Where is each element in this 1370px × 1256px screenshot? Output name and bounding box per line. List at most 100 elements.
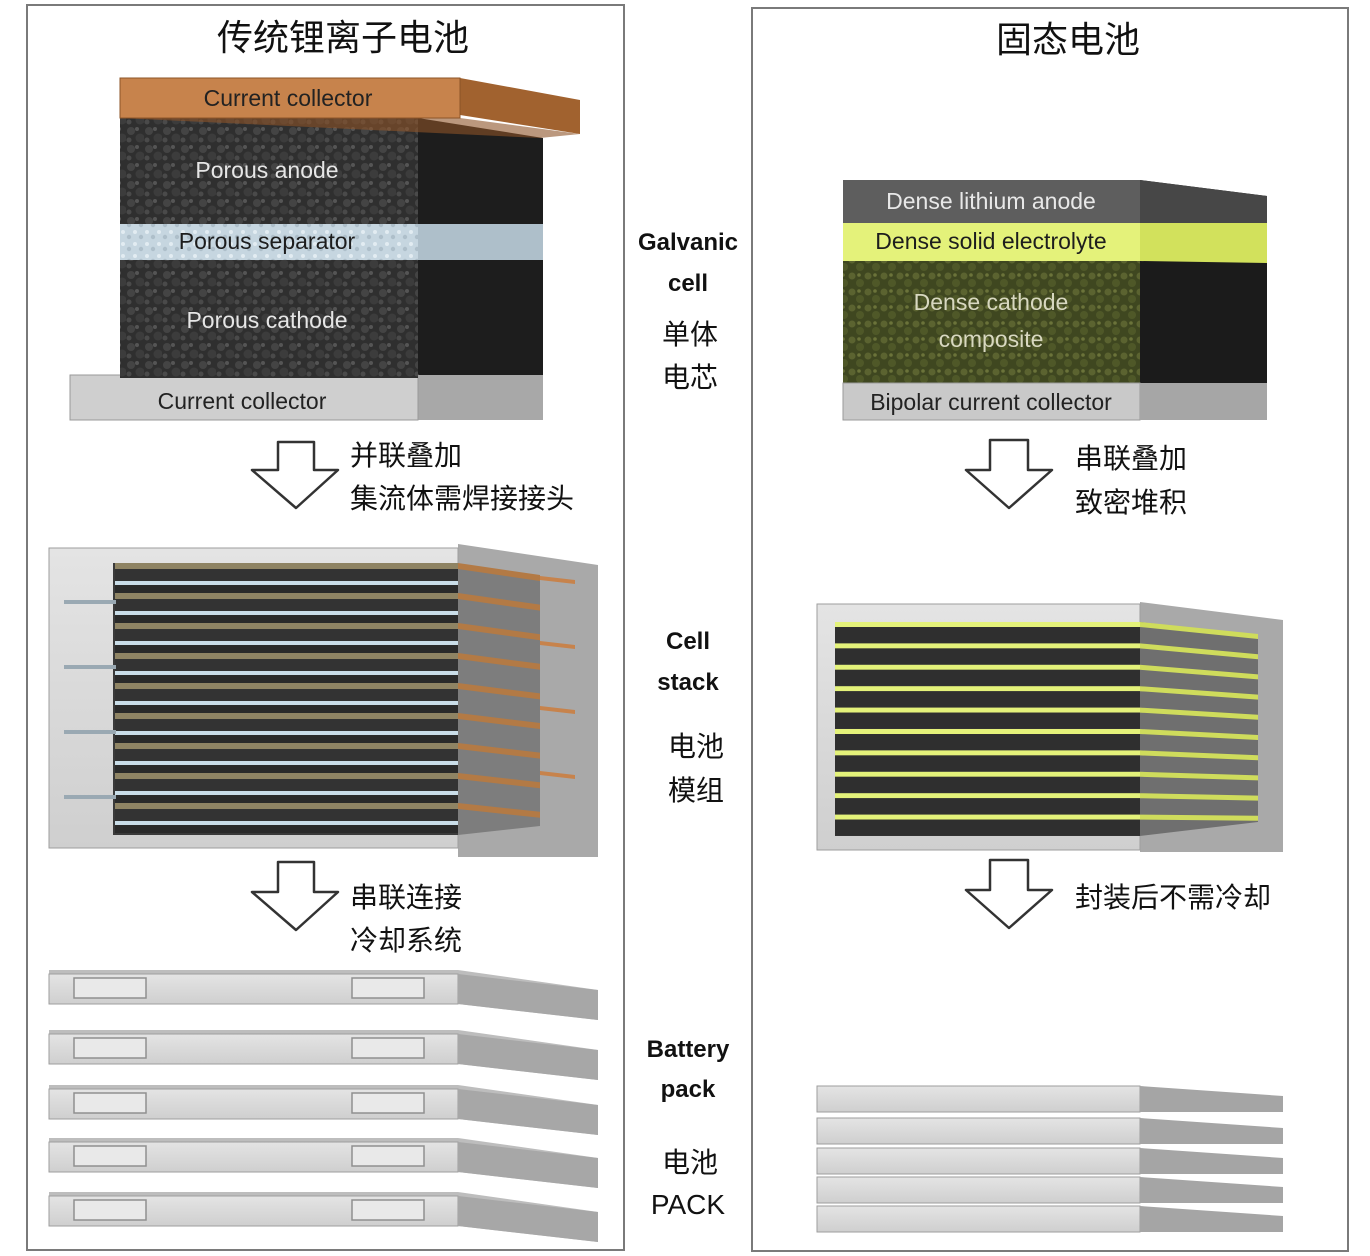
stack-en-2: stack	[657, 669, 719, 696]
stack-layer	[835, 755, 1140, 772]
galvanic-en-1: Galvanic	[638, 229, 738, 256]
stack-layer-side	[458, 593, 540, 611]
left-panel	[26, 4, 625, 1251]
li-top-collector-label: Current collector	[204, 85, 373, 111]
cathode-layer	[120, 260, 418, 378]
stack-layer	[115, 671, 458, 675]
stack-layer	[115, 615, 458, 623]
stack-layer	[115, 773, 458, 779]
anode-layer	[120, 118, 418, 224]
tab-connector	[540, 576, 575, 584]
stack-layer	[115, 719, 458, 731]
stack-layer-side	[458, 713, 540, 729]
stack-layer	[835, 793, 1140, 799]
pack-terminal	[351, 977, 425, 999]
stack-layer	[115, 791, 458, 795]
stack-layer	[115, 809, 458, 821]
pack-zh-2: PACK	[651, 1189, 725, 1220]
stack-en-1: Cell	[666, 628, 710, 655]
stack-layer	[115, 629, 458, 641]
ss-cathode-label-2: composite	[939, 326, 1044, 352]
pack-zh-1: 电池	[662, 1146, 718, 1179]
stack-layer	[835, 776, 1140, 793]
right-panel	[751, 7, 1349, 1252]
pack-terminal	[351, 1145, 425, 1167]
li-cathode-label: Porous cathode	[186, 307, 347, 333]
left-title: 传统锂离子电池	[217, 18, 469, 59]
li-ion-cell: Current collector Porous anode Porous se…	[69, 77, 580, 421]
stack-layer-side	[1140, 771, 1258, 781]
pack-slab-side	[1140, 1206, 1283, 1232]
stack-layer	[115, 821, 458, 825]
pack-slab-side	[1140, 1148, 1283, 1174]
bottom-collector	[69, 374, 419, 421]
pack-terminal	[351, 1037, 425, 1059]
stack-layer	[115, 743, 458, 749]
stack-layer	[115, 749, 458, 761]
pack-slab-face	[816, 1176, 1141, 1204]
stack-layer	[835, 729, 1140, 734]
stack-layer	[115, 675, 458, 683]
stack-layer	[115, 611, 458, 615]
tab-connector	[64, 600, 116, 604]
stack-layer	[835, 691, 1140, 708]
pack-module-side	[458, 1196, 598, 1242]
stage-labels: Galvanic cell 单体 电芯 Cell stack 电池 模组 Bat…	[638, 229, 738, 1220]
stack-layer	[115, 731, 458, 735]
pack-module-side	[458, 1142, 598, 1188]
stack-layer	[115, 761, 458, 765]
stack-layer-side	[1140, 664, 1258, 680]
stack-layer-side	[458, 803, 540, 818]
ss-cell-stack	[816, 602, 1283, 852]
stack-layer-side	[1140, 686, 1258, 700]
stack-layer	[115, 701, 458, 705]
stack-layer	[115, 645, 458, 653]
down-arrow-right-1	[964, 438, 1054, 510]
stack-layer	[835, 664, 1140, 670]
stack-layer-side	[458, 683, 540, 700]
right-step1-line2: 致密堆积	[1075, 486, 1187, 519]
stack-layer	[115, 653, 458, 659]
stack-layer	[835, 771, 1140, 777]
stack-layer	[835, 819, 1140, 836]
li-bottom-collector-label: Current collector	[158, 388, 327, 414]
stack-layer	[835, 750, 1140, 756]
tab-connector	[64, 665, 116, 669]
stack-layer-side	[458, 743, 540, 759]
stack-layer-side	[1140, 814, 1258, 821]
lithium-anode-layer	[843, 180, 1140, 223]
stack-layer	[115, 585, 458, 593]
stack-layer	[835, 707, 1140, 713]
right-step2-line1: 封装后不需冷却	[1075, 881, 1271, 914]
pack-terminal	[73, 1092, 147, 1114]
pack-terminal	[73, 977, 147, 999]
ss-battery-pack	[816, 1085, 1283, 1233]
stack-layer	[115, 705, 458, 713]
tab-connector	[540, 641, 575, 649]
ss-cathode-label-1: Dense cathode	[914, 289, 1069, 315]
stack-layer	[115, 569, 458, 581]
galvanic-zh-2: 电芯	[662, 361, 718, 394]
pack-terminal	[351, 1199, 425, 1221]
stack-layer	[115, 735, 458, 743]
stack-layer	[115, 713, 458, 719]
down-arrow-right-2	[964, 858, 1054, 930]
stack-layer-side	[1140, 750, 1258, 761]
pack-module-side	[458, 1034, 598, 1080]
stack-layer	[115, 683, 458, 689]
stack-zh-1: 电池	[668, 730, 724, 763]
stack-layer	[115, 689, 458, 701]
stack-layer-side	[1140, 643, 1258, 660]
tab-connector	[64, 795, 116, 799]
galvanic-en-2: cell	[668, 270, 708, 297]
stack-layer	[835, 686, 1140, 692]
pack-en-1: Battery	[647, 1036, 730, 1063]
stack-layer-side	[1140, 793, 1258, 801]
stack-layer	[115, 659, 458, 671]
pack-slab-face	[816, 1205, 1141, 1233]
stack-layer-side	[1140, 622, 1258, 639]
pack-module-side	[458, 1089, 598, 1135]
li-anode-label: Porous anode	[195, 157, 338, 183]
stack-layer-side	[1140, 729, 1258, 740]
